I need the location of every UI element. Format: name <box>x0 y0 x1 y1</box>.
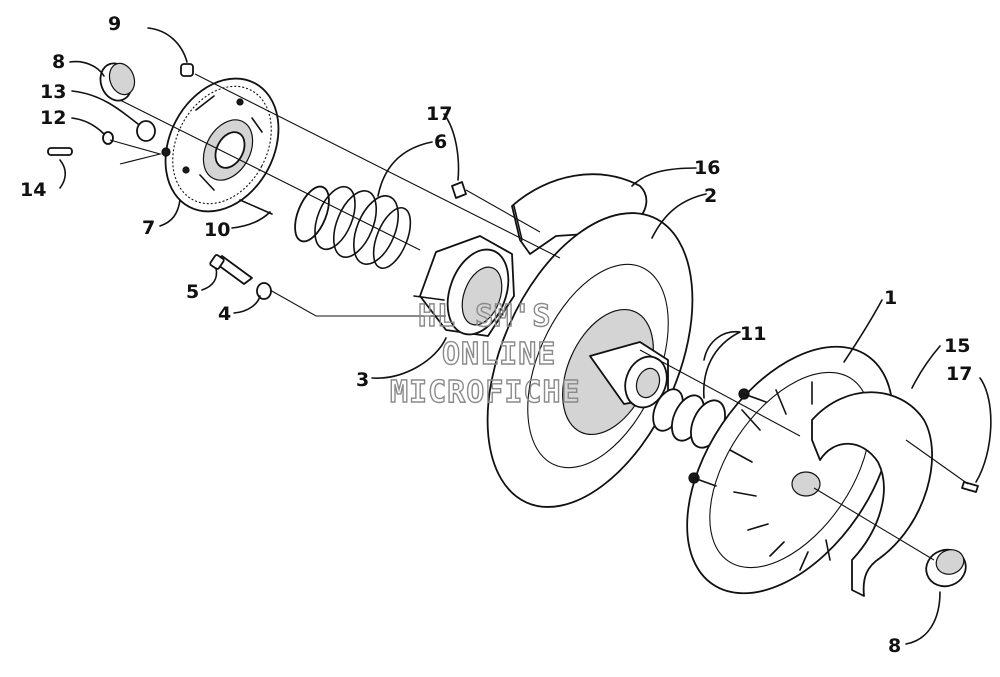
bushing-8-bottom <box>925 548 967 588</box>
cover-15 <box>791 391 933 597</box>
callout-1: 1 <box>884 287 897 309</box>
callout-17: 17 <box>426 103 452 125</box>
callout-11: 11 <box>740 323 766 345</box>
bolt-5 <box>209 254 253 285</box>
callout-16: 16 <box>694 157 720 179</box>
pin-14 <box>47 147 73 156</box>
callout-17b: 17 <box>946 363 972 385</box>
pin-10 <box>239 199 273 215</box>
assembly-axis-lines <box>109 73 969 561</box>
callout-2: 2 <box>704 185 717 207</box>
callout-10: 10 <box>204 219 230 241</box>
sheave-2 <box>486 212 694 508</box>
callout-5: 5 <box>186 281 199 303</box>
screw-17-top <box>451 181 467 199</box>
callout-14: 14 <box>20 179 46 201</box>
callouts: 9 8 13 12 14 7 10 17 6 16 2 5 4 3 11 1 1… <box>20 13 972 657</box>
callout-6: 6 <box>434 131 447 153</box>
callout-7: 7 <box>142 217 155 239</box>
callout-4: 4 <box>218 303 231 325</box>
callout-12: 12 <box>40 107 66 129</box>
callout-15: 15 <box>944 335 970 357</box>
watermark-line-1: HL SM'S <box>418 299 551 334</box>
roller-13 <box>136 120 156 142</box>
callout-9: 9 <box>108 13 121 35</box>
bushing-8-top <box>99 62 136 102</box>
cam-plate-assembly <box>161 77 280 213</box>
callout-8: 8 <box>52 51 65 73</box>
washer-12 <box>102 131 114 145</box>
screw-17-right <box>961 481 979 493</box>
cam-sleeve-3 <box>413 235 515 337</box>
watermark: HL SM'S ONLINE MICROFICHE <box>389 298 581 410</box>
watermark-line-2: ONLINE <box>442 337 556 372</box>
callout-13: 13 <box>40 81 66 103</box>
spring-6 <box>294 185 412 269</box>
leader-lines <box>59 27 992 645</box>
callout-3: 3 <box>356 369 369 391</box>
watermark-line-3: MICROFICHE <box>390 375 581 410</box>
nut-9 <box>180 63 194 77</box>
callout-8b: 8 <box>888 635 901 657</box>
